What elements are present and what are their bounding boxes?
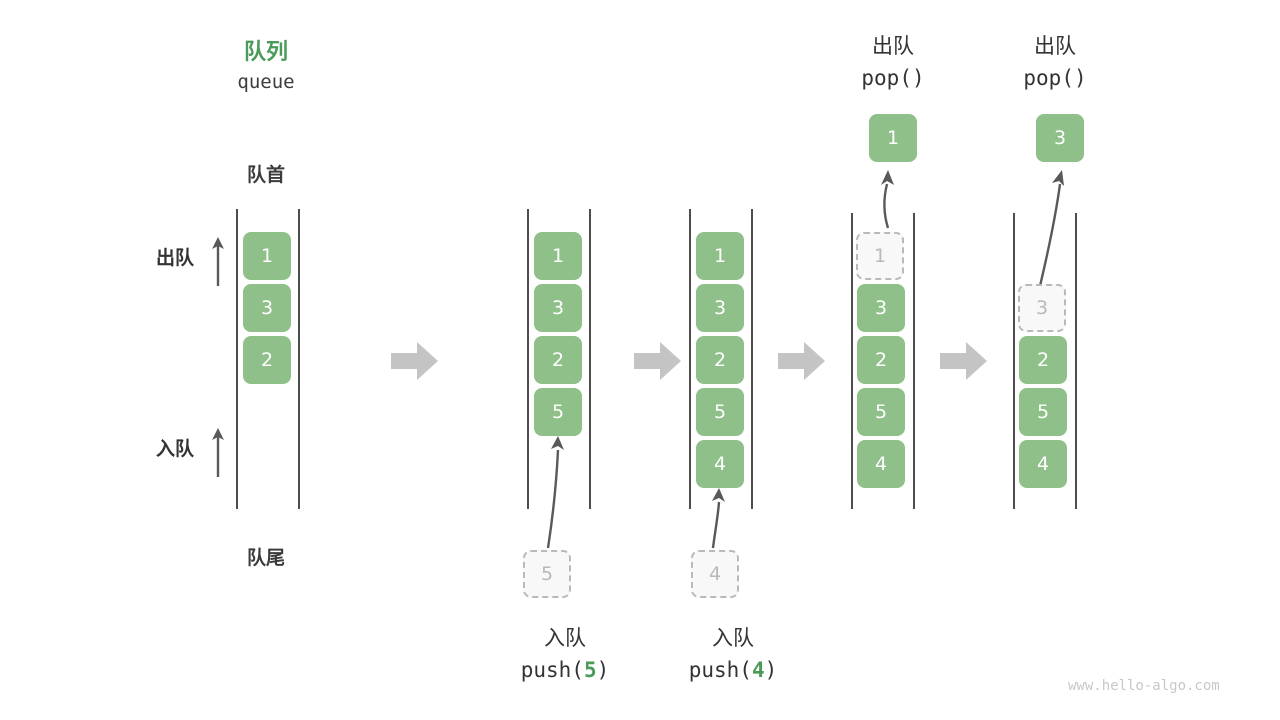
queue-cell: 1 — [534, 232, 582, 280]
queue-cell: 2 — [1019, 336, 1067, 384]
queue-title-cn: 队列 — [243, 39, 288, 64]
step-connector-arrow-icon — [778, 342, 825, 380]
queue-cell: 3 — [243, 284, 291, 332]
queue-front-label: 队首 — [246, 165, 285, 186]
pop-motion-arrow-icon — [881, 170, 894, 229]
queue-rail-left — [851, 213, 853, 509]
queue-cell: 2 — [243, 336, 291, 384]
queue-cell: 2 — [534, 336, 582, 384]
push-code-suffix: ) — [764, 658, 778, 682]
queue-cell-empty — [1019, 232, 1067, 280]
incoming-element-ghost: 5 — [523, 550, 571, 598]
queue-cell: 1 — [696, 232, 744, 280]
push-code-arg: 4 — [751, 658, 765, 682]
queue-cell: 3 — [857, 284, 905, 332]
pop-header-code: pop() — [1023, 66, 1087, 90]
queue-rail-left — [236, 209, 238, 509]
queue-rail-left — [689, 209, 691, 509]
queue-cell: 3 — [534, 284, 582, 332]
push-caption-cn: 入队 — [544, 627, 586, 650]
incoming-element-ghost: 4 — [691, 550, 739, 598]
pop-motion-arrow-icon — [1038, 170, 1064, 287]
dequeue-direction-arrow-icon — [212, 237, 224, 286]
push-code-prefix: push( — [688, 658, 752, 682]
queue-rear-label: 队尾 — [246, 548, 285, 569]
queue-cell: 4 — [857, 440, 905, 488]
pop-header-cn: 出队 — [872, 35, 914, 58]
watermark: www.hello-algo.com — [1068, 678, 1220, 694]
queue-cell: 4 — [1019, 440, 1067, 488]
queue-rail-right — [751, 209, 753, 509]
step-connector-arrow-icon — [391, 342, 438, 380]
enqueue-direction-label: 入队 — [155, 439, 194, 460]
queue-cell-ghost: 1 — [856, 232, 904, 280]
pop-header-code: pop() — [861, 66, 925, 90]
push-caption-cn: 入队 — [712, 627, 754, 650]
queue-rail-left — [1013, 213, 1015, 509]
push-motion-arrow-icon — [711, 488, 725, 549]
queue-rail-right — [298, 209, 300, 509]
queue-cell: 5 — [696, 388, 744, 436]
push-caption-code: push(5) — [490, 658, 640, 682]
push-motion-arrow-icon — [546, 436, 564, 549]
push-caption-code: push(4) — [658, 658, 808, 682]
push-code-arg: 5 — [583, 658, 597, 682]
queue-cell: 5 — [534, 388, 582, 436]
queue-rail-right — [1075, 213, 1077, 509]
pop-header-cn: 出队 — [1034, 35, 1076, 58]
queue-cell: 2 — [696, 336, 744, 384]
dequeue-direction-label: 出队 — [155, 248, 194, 269]
queue-cell: 5 — [857, 388, 905, 436]
queue-cell: 3 — [696, 284, 744, 332]
queue-cell: 5 — [1019, 388, 1067, 436]
queue-cell: 1 — [243, 232, 291, 280]
popped-element: 3 — [1036, 114, 1084, 162]
queue-rail-right — [913, 213, 915, 509]
queue-cell: 2 — [857, 336, 905, 384]
push-code-suffix: ) — [596, 658, 610, 682]
queue-rail-left — [527, 209, 529, 509]
queue-title-en: queue — [237, 71, 295, 93]
queue-cell-ghost: 3 — [1018, 284, 1066, 332]
queue-rail-right — [589, 209, 591, 509]
step-connector-arrow-icon — [940, 342, 987, 380]
popped-element: 1 — [869, 114, 917, 162]
step-connector-arrow-icon — [634, 342, 681, 380]
queue-cell: 4 — [696, 440, 744, 488]
push-code-prefix: push( — [520, 658, 584, 682]
enqueue-direction-arrow-icon — [212, 428, 224, 477]
